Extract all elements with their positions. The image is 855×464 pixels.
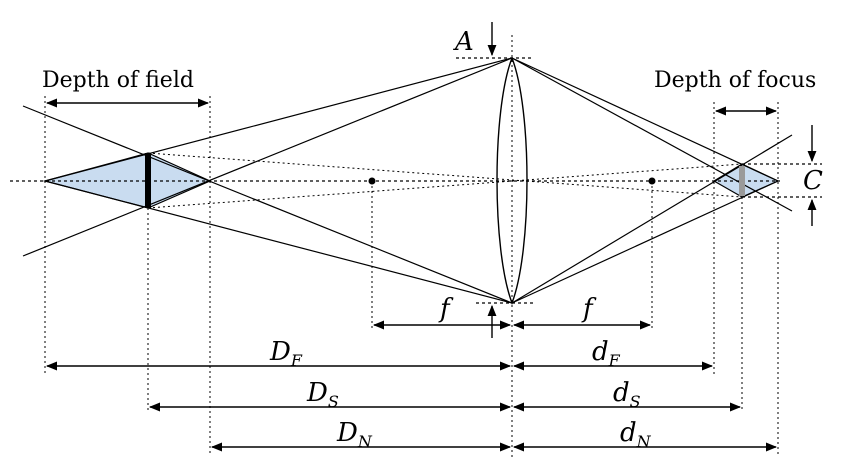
depth-of-focus-label: Depth of focus	[654, 68, 816, 93]
dF-label: dF	[592, 337, 621, 370]
aperture-label: A	[453, 27, 474, 57]
dN-label: dN	[620, 418, 652, 451]
object-side-rays	[22, 57, 513, 304]
DN-label: DN	[336, 418, 373, 451]
depth-of-field-label: Depth of field	[42, 68, 194, 93]
focal-length-right-label: f	[581, 294, 597, 324]
dotted-chief-rays	[147, 152, 743, 209]
dS-label: dS	[613, 378, 641, 411]
focal-length-left-label: f	[438, 294, 454, 324]
vertical-guides	[44, 96, 779, 456]
circle-of-confusion-label: C	[803, 166, 823, 196]
image-side-rays	[511, 57, 793, 304]
DS-label: DS	[306, 378, 339, 411]
circle-of-confusion-guides	[742, 163, 822, 198]
DF-label: DF	[269, 337, 303, 370]
